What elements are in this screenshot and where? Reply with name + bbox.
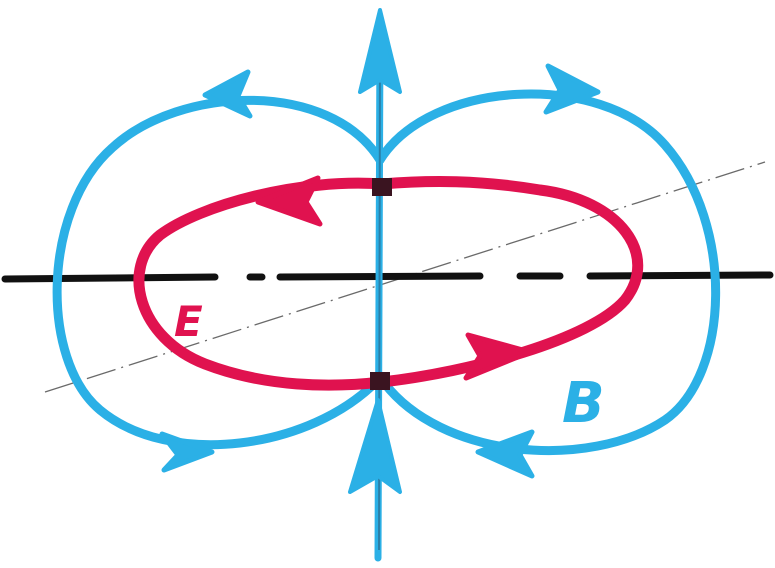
b-arrow-top-left: [205, 72, 250, 116]
b-field-left-loop: [57, 100, 380, 444]
vertical-axis-bottom-arrowhead: [350, 400, 400, 492]
crossing-mark-bottom: [370, 372, 390, 390]
label-b: B: [562, 371, 605, 436]
horizontal-axis: [5, 275, 770, 279]
crossing-mark-top: [372, 178, 392, 196]
e-field-loop: [139, 182, 638, 386]
b-arrow-bottom-right: [478, 432, 532, 476]
e-arrow-bottom: [466, 335, 530, 378]
vertical-axis-top-arrowhead: [360, 10, 400, 92]
label-e: E: [174, 297, 203, 346]
vertical-axis: [350, 10, 400, 558]
